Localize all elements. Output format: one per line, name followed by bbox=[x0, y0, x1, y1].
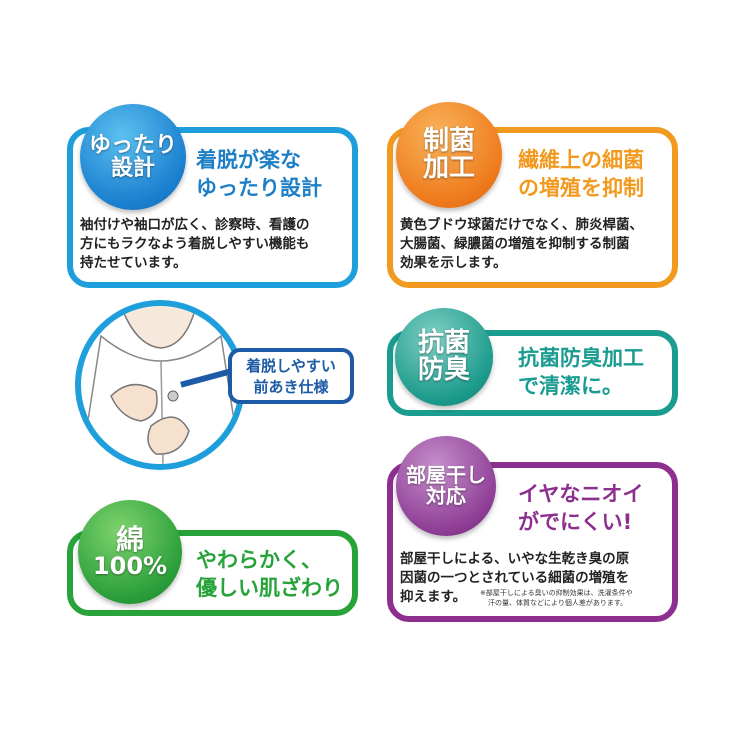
badge-text: 綿 bbox=[115, 522, 144, 556]
badge-text: 部屋干し bbox=[406, 463, 486, 487]
heading-indoor-drying: イヤなニオイがでにくい! bbox=[518, 480, 643, 536]
callout-line: 前あき仕様 bbox=[253, 378, 329, 396]
badge-text: 制菌 bbox=[422, 125, 475, 156]
badge-text: 抗菌 bbox=[417, 327, 470, 358]
badge-indoor-drying: 部屋干し対応 bbox=[396, 436, 496, 536]
badge-text: 100% bbox=[92, 552, 168, 581]
heading-deodorant: 抗菌防臭加工で清潔に。 bbox=[518, 344, 644, 400]
body-line: 因菌の一つとされている細菌の増殖を bbox=[400, 570, 630, 586]
badge-antibacterial: 制菌加工 bbox=[396, 102, 502, 208]
badge-text: 設計 bbox=[110, 156, 155, 181]
callout-line: 着脱しやすい bbox=[246, 357, 336, 375]
heading-antibacterial: 繊維上の細菌の増殖を抑制 bbox=[518, 146, 644, 202]
badge-text: ゆったり bbox=[88, 132, 177, 158]
body-line: 抑えます。 bbox=[400, 589, 467, 605]
heading-line: の増殖を抑制 bbox=[518, 176, 644, 200]
front-opening-illustration bbox=[75, 300, 245, 470]
heading-line: 着脱が楽な bbox=[196, 148, 301, 172]
heading-line: 優しい肌ざわり bbox=[196, 576, 343, 600]
body-indoor-drying: 部屋干しによる、いやな生乾き臭の原因菌の一つとされている細菌の増殖を抑えます。 bbox=[400, 550, 629, 607]
body-antibacterial: 黄色ブドウ球菌だけでなく、肺炎桿菌、大腸菌、緑膿菌の増殖を抑制する制菌効果を示し… bbox=[400, 216, 643, 273]
badge-text: 対応 bbox=[426, 484, 466, 508]
body-line: 黄色ブドウ球菌だけでなく、肺炎桿菌、 bbox=[400, 217, 643, 233]
badge-deodorant: 抗菌防臭 bbox=[395, 308, 493, 406]
badge-text: 防臭 bbox=[417, 355, 470, 385]
heading-line: ゆったり設計 bbox=[196, 176, 322, 200]
heading-line: 抗菌防臭加工 bbox=[518, 346, 644, 370]
heading-line: イヤなニオイ bbox=[518, 482, 644, 506]
shirt-hands-drawing bbox=[81, 306, 239, 464]
footnote-indoor-drying: ※部屋干しによる臭いの抑制効果は、洗濯条件や汗の量、体質などにより個人差がありま… bbox=[480, 588, 633, 608]
note-line: ※部屋干しによる臭いの抑制効果は、洗濯条件や bbox=[480, 589, 633, 597]
note-line: 汗の量、体質などにより個人差があります。 bbox=[488, 599, 628, 607]
body-line: 大腸菌、緑膿菌の増殖を抑制する制菌 bbox=[400, 236, 630, 252]
callout-front-opening: 着脱しやすい前あき仕様 bbox=[228, 348, 354, 404]
heading-line: がでにくい! bbox=[518, 510, 633, 534]
heading-line: で清潔に。 bbox=[518, 374, 623, 398]
badge-loose-fit: ゆったり設計 bbox=[80, 104, 186, 210]
body-loose-fit: 袖付けや袖口が広く、診察時、看護の方にもラクなよう着脱しやすい機能も持たせていま… bbox=[80, 216, 310, 273]
body-line: 持たせています。 bbox=[80, 255, 187, 271]
body-line: 効果を示します。 bbox=[400, 255, 507, 271]
body-line: 方にもラクなよう着脱しやすい機能も bbox=[80, 236, 310, 252]
heading-cotton: やわらかく、優しい肌ざわり bbox=[196, 546, 343, 602]
body-line: 袖付けや袖口が広く、診察時、看護の bbox=[80, 217, 310, 233]
heading-line: 繊維上の細菌 bbox=[518, 148, 644, 172]
heading-loose-fit: 着脱が楽なゆったり設計 bbox=[196, 146, 322, 202]
body-line: 部屋干しによる、いやな生乾き臭の原 bbox=[400, 551, 630, 567]
badge-text: 加工 bbox=[422, 153, 475, 183]
heading-line: やわらかく、 bbox=[196, 548, 322, 572]
